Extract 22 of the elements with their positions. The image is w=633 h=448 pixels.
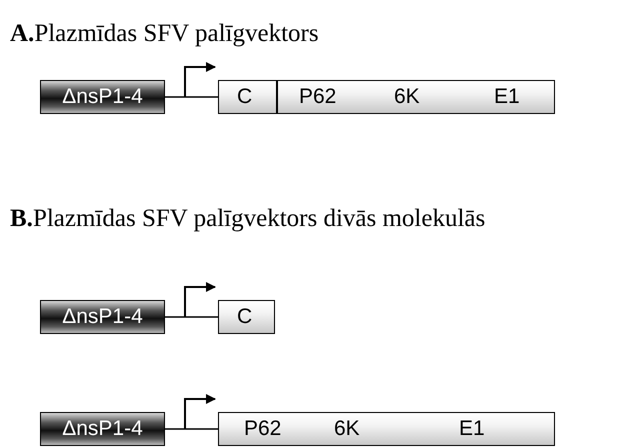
- replicase-gene-box: [40, 300, 165, 334]
- gene-name: 6K: [394, 85, 420, 109]
- replicase-gene-box: [40, 412, 165, 446]
- connector-line: [165, 428, 218, 430]
- gene-name: E1: [459, 417, 485, 441]
- gene-name: C: [237, 305, 252, 329]
- gene-name: ΔnsP1-4: [62, 305, 143, 329]
- structural-gene-box: [218, 412, 555, 446]
- connector-line: [165, 316, 218, 318]
- section-heading: A.Plazmīdas SFV palīgvektors: [10, 20, 319, 48]
- gene-name: P62: [244, 417, 282, 441]
- gene-name: C: [237, 85, 252, 109]
- gene-name: E1: [494, 85, 520, 109]
- gene-name: ΔnsP1-4: [62, 417, 143, 441]
- structural-gene-box: [218, 80, 555, 114]
- gene-name: 6K: [334, 417, 360, 441]
- gene-name: ΔnsP1-4: [62, 85, 143, 109]
- section-heading: B.Plazmīdas SFV palīgvektors divās molekulās: [10, 205, 486, 233]
- connector-line: [165, 96, 218, 98]
- gene-name: P62: [299, 85, 336, 109]
- replicase-gene-box: [40, 80, 165, 114]
- structural-gene-box: [218, 300, 275, 334]
